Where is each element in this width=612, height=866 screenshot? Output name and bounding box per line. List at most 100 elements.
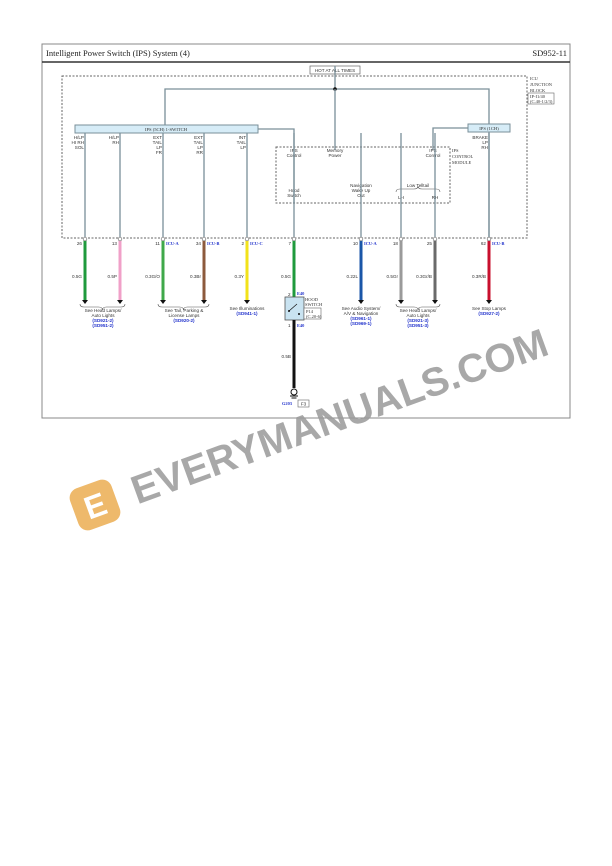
hood-pin-bottom: 1 xyxy=(288,323,291,328)
pin-terminal xyxy=(398,236,404,242)
label-hlp-rh: H/LP xyxy=(109,135,119,140)
hood-conn-top: E40 xyxy=(297,291,305,296)
label-ips-control: Control xyxy=(426,153,441,158)
arrow-icon xyxy=(201,300,207,304)
ips-module-label: MODULE xyxy=(452,160,471,165)
ref-audio-text: A/V & Navigation xyxy=(344,311,379,316)
ips-5ch-label: IPS (5CH) 1-SWITCH xyxy=(145,127,188,132)
label-memory-power: Power xyxy=(328,153,341,158)
pin-number: 10 xyxy=(353,241,359,246)
label-hlp-hi-rh-sol: SOL xyxy=(75,145,85,150)
ref-head-lamps-link[interactable]: (SD921-2) xyxy=(92,318,114,323)
ref-head-lamps-2-link[interactable]: (SD921-3) xyxy=(407,318,429,323)
hood-switch[interactable] xyxy=(284,296,305,321)
arrow-icon xyxy=(398,300,404,304)
label-ext-tail-rr: TAIL xyxy=(194,140,204,145)
hood-switch-name: HOOD xyxy=(305,297,319,302)
pin-number: 25 xyxy=(427,241,433,246)
arrow-icon xyxy=(486,300,492,304)
ref-stop-lamps-link[interactable]: (SD927-2) xyxy=(478,311,500,316)
pin-terminal xyxy=(117,236,123,242)
pin-terminal xyxy=(244,236,250,242)
label-ext-tail-rr: EXT xyxy=(194,135,203,140)
ground-ref: F3 xyxy=(301,402,307,407)
pin-number: 26 xyxy=(77,241,83,246)
wire-size: 0.22L xyxy=(347,274,359,279)
ips-control-module xyxy=(275,146,451,204)
label-int-tail: TAIL xyxy=(237,140,247,145)
page-title: Intelligent Power Switch (IPS) System (4… xyxy=(46,48,190,58)
ref-tail-lamps-text: See Tail, Parking & xyxy=(165,308,204,313)
label-ips-control: IPS xyxy=(429,148,436,153)
label-int-tail: INT xyxy=(239,135,247,140)
pin-terminal xyxy=(291,236,297,242)
label-ext-tail-rr: RR xyxy=(196,150,203,155)
icu-label: ICU JUNCTION BLOCK IP-I1/40 (C.40-1/2/3) xyxy=(527,76,555,105)
ground-name: G203 xyxy=(282,401,293,406)
wire-size: 0.3Br xyxy=(190,274,201,279)
label-ext-tail-fr: EXT xyxy=(153,135,162,140)
icu-ref-line: IP-I1/40 xyxy=(530,94,546,99)
label-memory-power: Memory xyxy=(327,148,344,153)
wire-size: 0.3G/O xyxy=(145,274,160,279)
label-ext-tail-fr: FR xyxy=(156,150,163,155)
label-brake-lp-rh: LP xyxy=(482,140,488,145)
arrow-icon xyxy=(82,300,88,304)
diagram-frame xyxy=(41,43,571,419)
wire-size: 0.5P xyxy=(108,274,117,279)
arrow-icon xyxy=(244,300,250,304)
ref-audio-text: See Audio System/ xyxy=(342,306,382,311)
pin-terminal xyxy=(358,236,364,242)
wire-size: 0.5G xyxy=(72,274,82,279)
pin-number: 2 xyxy=(241,241,244,246)
wire-size: 0.3R/B xyxy=(472,274,486,279)
label-int-tail: LP xyxy=(240,145,246,150)
pin-number: 34 xyxy=(196,241,202,246)
label-low-telltail: Low Telltail xyxy=(407,183,429,188)
label-brake-lp-rh: RH xyxy=(481,145,488,150)
pin-number: 11 xyxy=(155,241,160,246)
ref-audio-link[interactable]: (SD969-1) xyxy=(350,321,372,326)
hood-switch-name: SWITCH xyxy=(305,302,323,307)
pin-number: 18 xyxy=(393,241,399,246)
wire-size: 0.3Y xyxy=(235,274,244,279)
connector-id: ICU-B xyxy=(492,241,505,246)
pin-terminal xyxy=(201,236,207,242)
pin-terminal xyxy=(432,236,438,242)
label-ext-tail-fr: TAIL xyxy=(153,140,163,145)
ref-illuminations-link[interactable]: (SD941-1) xyxy=(236,311,258,316)
arrow-icon xyxy=(117,300,123,304)
wire-size: 0.5G xyxy=(281,274,291,279)
icu-name-line: BLOCK xyxy=(530,88,546,93)
connector-id: ICU-A xyxy=(364,241,378,246)
ref-head-lamps-link[interactable]: (SD951-2) xyxy=(92,323,114,328)
pin-terminal xyxy=(82,236,88,242)
wire-size: 0.3Gr/B xyxy=(416,274,432,279)
ref-head-lamps-2-link[interactable]: (SD951-3) xyxy=(407,323,429,328)
label-hlp-hi-rh-sol: HI RH xyxy=(71,140,84,145)
label-ext-tail-fr: LP xyxy=(156,145,162,150)
pin-number: 13 xyxy=(112,241,118,246)
label-hlp-rh: RH xyxy=(112,140,119,145)
wires: 26 0.5G 13 0.5P 11 ICU-A 0.3G/O 34 ICU-B 0.3Br 2 IC… xyxy=(72,133,505,304)
pin-terminal xyxy=(486,236,492,242)
hood-switch-ref: (C.20-6) xyxy=(306,314,322,319)
ref-tail-lamps-text: License Lamps xyxy=(169,313,201,318)
icu-name-line: JUNCTION xyxy=(530,82,553,87)
label-ext-tail-rr: LP xyxy=(197,145,203,150)
icu-name-line: ICU xyxy=(530,76,539,81)
ref-head-lamps-2-text: Auto Lights xyxy=(407,313,431,318)
hood-switch-ref: P14 xyxy=(306,309,314,314)
page-code: SD952-11 xyxy=(532,48,567,58)
ref-stop-lamps-text: See Stop Lamps xyxy=(472,306,507,311)
ref-tail-lamps-link[interactable]: (SD920-2) xyxy=(173,318,195,323)
label-hlp-hi-rh-sol: H/LP xyxy=(74,135,84,140)
pin-terminal xyxy=(160,236,166,242)
ref-audio-link[interactable]: (SD961-1) xyxy=(350,316,372,321)
ground-icon xyxy=(290,388,298,399)
ref-illuminations-text: See Illuminations xyxy=(230,306,266,311)
pin-number: 62 xyxy=(481,241,487,246)
connector-id: ICU-C xyxy=(250,241,263,246)
pin-number: 7 xyxy=(288,241,291,246)
